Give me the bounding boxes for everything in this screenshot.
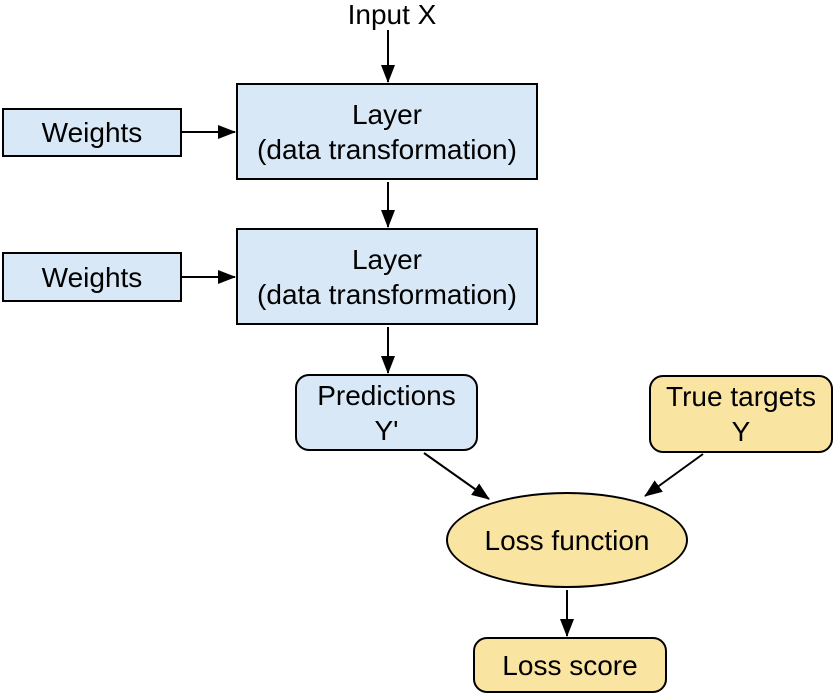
loss-score-label: Loss score bbox=[502, 649, 638, 681]
weights-2-label: Weights bbox=[41, 261, 143, 293]
layer-1-line1: Layer bbox=[351, 98, 423, 130]
loss-function-label: Loss function bbox=[484, 524, 650, 556]
node-true-targets: True targets Y bbox=[649, 375, 833, 453]
arrow-targets-to-loss bbox=[644, 453, 704, 497]
node-loss-function: Loss function bbox=[446, 492, 688, 588]
input-label-text: Input X bbox=[347, 0, 437, 30]
node-weights-2: Weights bbox=[2, 252, 182, 302]
node-layer-1: Layer (data transformation) bbox=[236, 83, 538, 180]
node-layer-2: Layer (data transformation) bbox=[236, 228, 538, 325]
layer-1-line2: (data transformation) bbox=[257, 133, 517, 165]
layer-2-line1: Layer bbox=[351, 243, 423, 275]
true-targets-line1: True targets bbox=[666, 381, 816, 412]
predictions-line1: Predictions bbox=[317, 379, 456, 411]
true-targets-line2: Y bbox=[731, 416, 751, 447]
node-weights-1: Weights bbox=[2, 108, 182, 157]
weights-1-label: Weights bbox=[41, 117, 143, 148]
node-input-label: Input X bbox=[292, 1, 492, 29]
node-predictions: Predictions Y' bbox=[295, 374, 478, 451]
node-loss-score: Loss score bbox=[473, 637, 667, 693]
predictions-line2: Y' bbox=[374, 414, 399, 446]
arrow-predictions-to-loss bbox=[423, 452, 490, 500]
layer-2-line2: (data transformation) bbox=[257, 278, 517, 310]
